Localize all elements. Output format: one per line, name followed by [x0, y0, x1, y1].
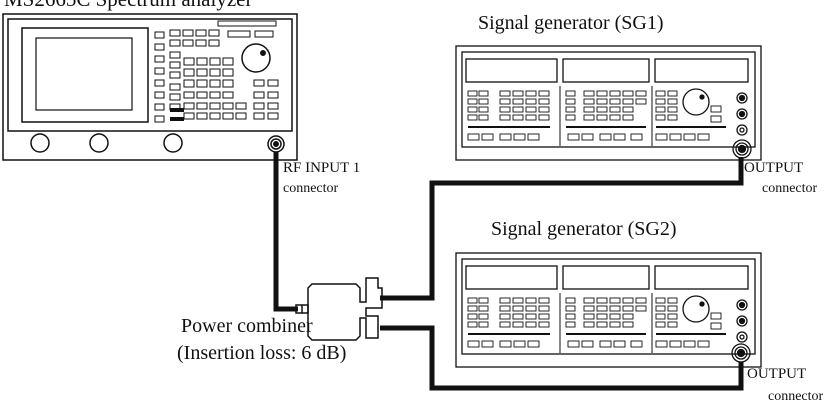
sg2-output-connector-icon: [731, 343, 751, 363]
analyzer-knob-icon: [89, 133, 109, 153]
rf-input-sublabel: connector: [283, 181, 339, 196]
signal-generator-sg2: [455, 252, 762, 368]
cable-combiner-to-sg2: [380, 325, 744, 391]
sg1-output-connector-icon: [732, 139, 752, 159]
rf-input-connector-icon: [267, 135, 285, 153]
combiner-subtitle: (Insertion loss: 6 dB): [177, 342, 347, 364]
sg1-output-label: OUTPUT: [744, 160, 804, 176]
signal-generator-sg1: [455, 45, 762, 161]
combiner-title: Power combiner: [181, 315, 313, 337]
analyzer-knob-icon: [30, 133, 50, 153]
analyzer-title: MS2665C Spectrum analyzer: [4, 0, 252, 12]
analyzer-knob-icon: [163, 133, 183, 153]
cable-combiner-to-sg1: [380, 157, 744, 301]
sg2-title: Signal generator (SG2): [491, 218, 677, 240]
spectrum-analyzer: [2, 13, 298, 161]
cables: [273, 152, 744, 391]
sg1-output-sublabel: connector: [762, 181, 818, 196]
tuning-knob-icon: [241, 43, 271, 73]
rf-input-label: RF INPUT 1: [283, 160, 361, 176]
cable-analyzer-to-combiner: [273, 152, 298, 312]
sg2-output-label: OUTPUT: [747, 366, 807, 382]
sg1-title: Signal generator (SG1): [478, 12, 664, 34]
analyzer-screen: [21, 27, 149, 123]
sg2-output-sublabel: connector: [768, 389, 824, 404]
